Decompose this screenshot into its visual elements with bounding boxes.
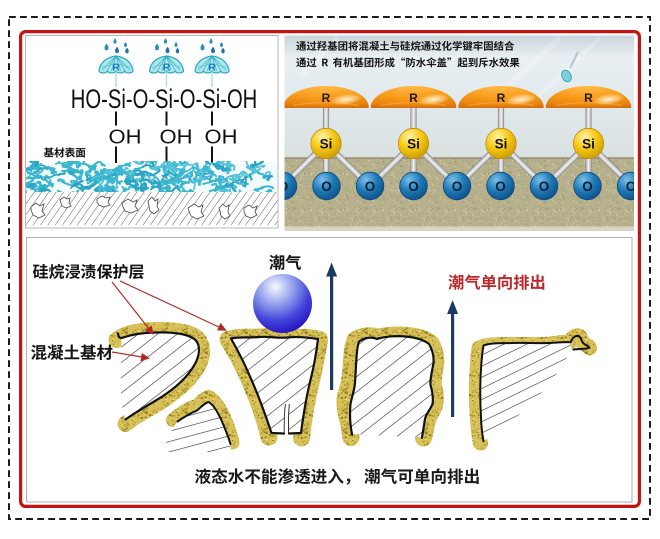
svg-text:OH: OH <box>205 127 238 149</box>
svg-text:R: R <box>497 91 506 105</box>
svg-text:O: O <box>452 179 463 194</box>
svg-text:O: O <box>408 179 419 194</box>
svg-text:R: R <box>322 91 331 105</box>
svg-text:O: O <box>365 179 376 194</box>
svg-text:R: R <box>584 91 593 105</box>
svg-text:HO-Si-O-Si-O-Si-OH: HO-Si-O-Si-O-Si-OH <box>71 84 257 114</box>
svg-text:Si: Si <box>582 136 595 151</box>
svg-text:OH: OH <box>109 127 142 149</box>
svg-text:Si: Si <box>495 136 508 151</box>
svg-text:O: O <box>539 179 550 194</box>
svg-text:O: O <box>495 179 506 194</box>
svg-text:R: R <box>409 91 418 105</box>
svg-text:O: O <box>278 179 289 194</box>
svg-text:O: O <box>582 179 593 194</box>
svg-text:Si: Si <box>407 136 420 151</box>
svg-text:Si: Si <box>320 136 333 151</box>
svg-text:OH: OH <box>160 127 193 149</box>
svg-text:O: O <box>626 179 637 194</box>
svg-text:O: O <box>321 179 332 194</box>
